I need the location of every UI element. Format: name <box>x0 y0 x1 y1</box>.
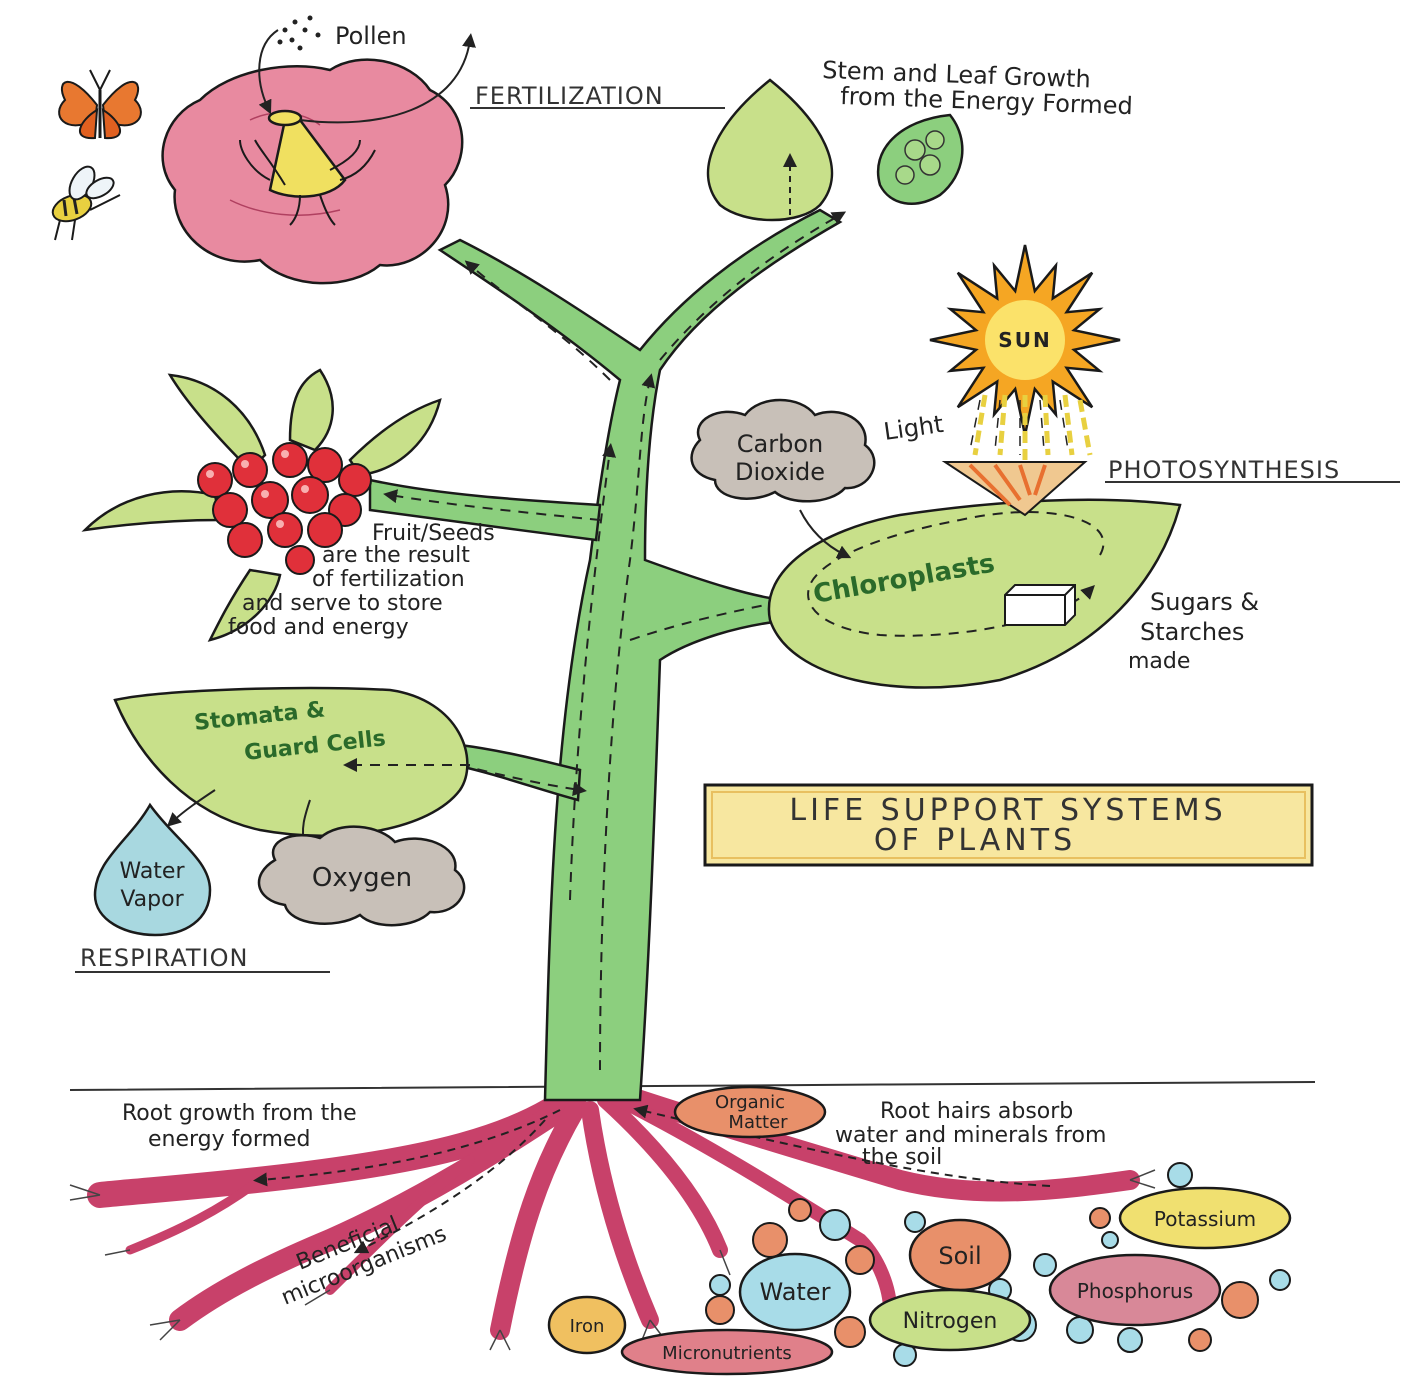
stem <box>370 210 840 1100</box>
label-root-growth-1: Root growth from the <box>122 1101 357 1126</box>
label-soil: Soil <box>938 1242 981 1270</box>
label-root-hairs-3: the soil <box>862 1145 942 1170</box>
heading-respiration: RESPIRATION <box>80 944 248 972</box>
label-phosphorus: Phosphorus <box>1077 1279 1193 1303</box>
label-iron: Iron <box>570 1316 605 1337</box>
flower <box>163 60 463 284</box>
label-organic-2: Matter <box>728 1112 788 1133</box>
label-organic-1: Organic <box>715 1092 785 1113</box>
label-nitrogen: Nitrogen <box>903 1309 998 1334</box>
bee-icon <box>49 162 120 240</box>
label-root-growth-2: energy formed <box>148 1127 310 1152</box>
label-root-hairs-1: Root hairs absorb <box>880 1099 1073 1124</box>
label-light: Light <box>882 410 945 446</box>
label-fruit-4: and serve to store <box>242 591 443 616</box>
leaf-bud <box>878 115 962 204</box>
label-fruit-5: food and energy <box>228 615 409 640</box>
pollen-dots <box>278 16 321 51</box>
label-micronutrients: Micronutrients <box>662 1343 792 1364</box>
heading-fertilization: FERTILIZATION <box>475 82 664 110</box>
label-sun: SUN <box>998 328 1051 352</box>
label-potassium: Potassium <box>1154 1207 1256 1231</box>
label-sugars-1: Sugars & <box>1150 588 1259 616</box>
top-leaf <box>708 80 832 220</box>
label-sugars-3: made <box>1128 649 1190 674</box>
sugar-cube <box>1005 585 1075 625</box>
heading-photosynthesis: PHOTOSYNTHESIS <box>1108 456 1340 484</box>
label-co2-1: Carbon <box>737 430 823 458</box>
label-oxygen: Oxygen <box>312 863 412 893</box>
title-line-2: OF PLANTS <box>874 823 1076 858</box>
label-water: Water <box>760 1278 831 1306</box>
label-pollen: Pollen <box>335 22 407 50</box>
label-water-vapor-1: Water <box>119 859 185 884</box>
ground-line <box>70 1082 1315 1090</box>
label-fruit-3: of fertilization <box>312 567 465 592</box>
butterfly-icon <box>59 70 141 138</box>
label-fruit-2: are the result <box>322 543 470 568</box>
label-co2-2: Dioxide <box>735 458 825 486</box>
label-sugars-2: Starches <box>1140 618 1244 646</box>
label-water-vapor-2: Vapor <box>120 887 184 912</box>
